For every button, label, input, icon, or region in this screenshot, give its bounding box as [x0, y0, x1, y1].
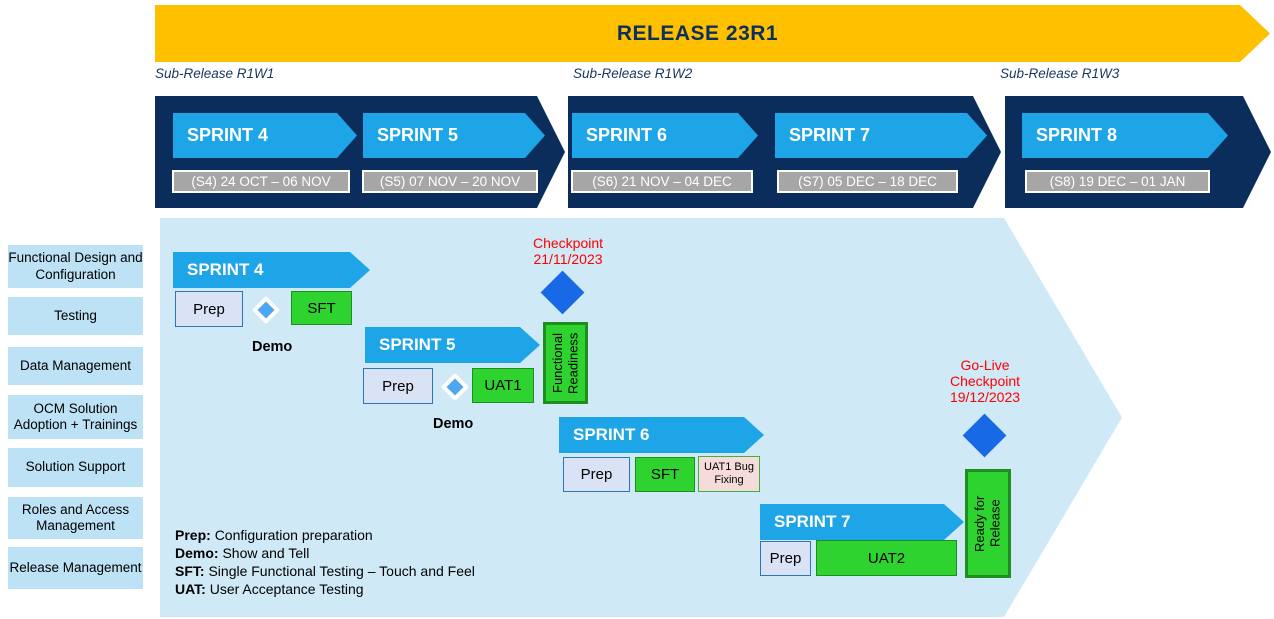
checkpoint-label: Checkpoint 21/11/2023 — [508, 235, 628, 267]
sprint7-prep-box: Prep — [760, 541, 811, 576]
sprint-band-r1w3: SPRINT 8 (S8) 19 DEC – 01 JAN — [1005, 96, 1271, 208]
sprint5-uat1-box: UAT1 — [472, 368, 534, 403]
sprint5-timeline-label: SPRINT 5 — [379, 335, 456, 354]
sprint5-demo-label: Demo — [433, 416, 474, 432]
sprint4-prep-box: Prep — [175, 291, 243, 327]
release-banner: RELEASE 23R1 — [155, 5, 1270, 62]
sprint5-timeline-arrow: SPRINT 5 — [365, 327, 540, 363]
sprint5-dates: (S5) 07 NOV – 20 NOV — [362, 170, 538, 193]
legend-line-uat: UAT: User Acceptance Testing — [175, 580, 475, 598]
golive-label-line2: Checkpoint — [949, 373, 1021, 389]
checkpoint-label-line1: Checkpoint — [532, 235, 604, 251]
sprint4-dates: (S4) 24 OCT – 06 NOV — [172, 170, 350, 193]
sprint4-timeline-arrow: SPRINT 4 — [173, 252, 370, 288]
sprint6-timeline-label: SPRINT 6 — [573, 425, 650, 444]
sprint4-demo-label: Demo — [252, 339, 293, 355]
sprint5-band-label: SPRINT 5 — [377, 125, 459, 145]
sub-release-label-r1w1: Sub-Release R1W1 — [155, 66, 275, 81]
sprint5-band-arrow: SPRINT 5 — [363, 113, 545, 158]
workstream-functional-design: Functional Design and Configuration — [8, 245, 143, 288]
workstream-ocm: OCM Solution Adoption + Trainings — [8, 395, 143, 439]
golive-label-line3: 19/12/2023 — [949, 389, 1021, 405]
sub-release-label-r1w2: Sub-Release R1W2 — [573, 66, 693, 81]
legend-line-demo: Demo: Show and Tell — [175, 544, 475, 562]
workstream-solution-support: Solution Support — [8, 448, 143, 487]
functional-readiness-box: Functional Readiness — [543, 322, 588, 404]
sprint5-prep-box: Prep — [363, 368, 433, 404]
workstream-release-management: Release Management — [8, 547, 143, 589]
sprint8-dates: (S8) 19 DEC – 01 JAN — [1025, 170, 1210, 193]
sprint6-prep-box: Prep — [563, 457, 630, 492]
sprint-band-r1w1: SPRINT 4 SPRINT 5 (S4) 24 OCT – 06 NOV (… — [155, 96, 565, 208]
sprint7-dates: (S7) 05 DEC – 18 DEC — [777, 170, 958, 193]
legend-desc-uat: User Acceptance Testing — [209, 581, 364, 597]
ready-for-release-box: Ready for Release — [965, 469, 1011, 578]
sub-release-label-r1w3: Sub-Release R1W3 — [1000, 66, 1120, 81]
sprint6-sft-box: SFT — [635, 457, 695, 492]
legend-term-sft: SFT: — [175, 563, 205, 579]
legend: Prep: Configuration preparation Demo: Sh… — [175, 526, 475, 598]
sprint6-dates: (S6) 21 NOV – 04 DEC — [571, 170, 753, 193]
sprint6-timeline-arrow: SPRINT 6 — [559, 417, 764, 453]
sprint7-band-label: SPRINT 7 — [789, 125, 871, 145]
sprint7-uat2-box: UAT2 — [816, 540, 957, 576]
legend-term-prep: Prep: — [175, 527, 211, 543]
golive-label: Go-Live Checkpoint 19/12/2023 — [925, 357, 1045, 405]
legend-line-sft: SFT: Single Functional Testing – Touch a… — [175, 562, 475, 580]
workstream-testing: Testing — [8, 297, 143, 335]
sprint7-timeline-label: SPRINT 7 — [774, 512, 851, 531]
sprint-band-r1w2: SPRINT 6 SPRINT 7 (S6) 21 NOV – 04 DEC (… — [568, 96, 1001, 208]
functional-readiness-label: Functional Readiness — [549, 332, 581, 394]
golive-label-line1: Go-Live — [960, 357, 1010, 373]
sprint7-timeline-arrow: SPRINT 7 — [760, 504, 964, 540]
workstream-roles-access: Roles and Access Management — [8, 497, 143, 539]
sprint8-band-arrow: SPRINT 8 — [1022, 113, 1228, 158]
legend-term-demo: Demo: — [175, 545, 219, 561]
sprint8-band-label: SPRINT 8 — [1036, 125, 1118, 145]
sprint4-band-arrow: SPRINT 4 — [173, 113, 357, 158]
workstream-data-management: Data Management — [8, 347, 143, 385]
legend-desc-prep: Configuration preparation — [214, 527, 373, 543]
legend-line-prep: Prep: Configuration preparation — [175, 526, 475, 544]
sprint6-band-arrow: SPRINT 6 — [572, 113, 758, 158]
sprint4-timeline-label: SPRINT 4 — [187, 260, 264, 279]
legend-desc-demo: Show and Tell — [222, 545, 310, 561]
ready-for-release-label: Ready for Release — [972, 495, 1003, 552]
sprint7-band-arrow: SPRINT 7 — [775, 113, 987, 158]
legend-desc-sft: Single Functional Testing – Touch and Fe… — [208, 563, 475, 579]
sprint4-sft-box: SFT — [291, 291, 352, 325]
sprint6-band-label: SPRINT 6 — [586, 125, 668, 145]
sprint6-uat1-bug-fixing-box: UAT1 Bug Fixing — [698, 456, 760, 492]
checkpoint-label-line2: 21/11/2023 — [533, 251, 603, 267]
sprint4-band-label: SPRINT 4 — [187, 125, 269, 145]
release-title: RELEASE 23R1 — [616, 21, 779, 45]
legend-term-uat: UAT: — [175, 581, 206, 597]
